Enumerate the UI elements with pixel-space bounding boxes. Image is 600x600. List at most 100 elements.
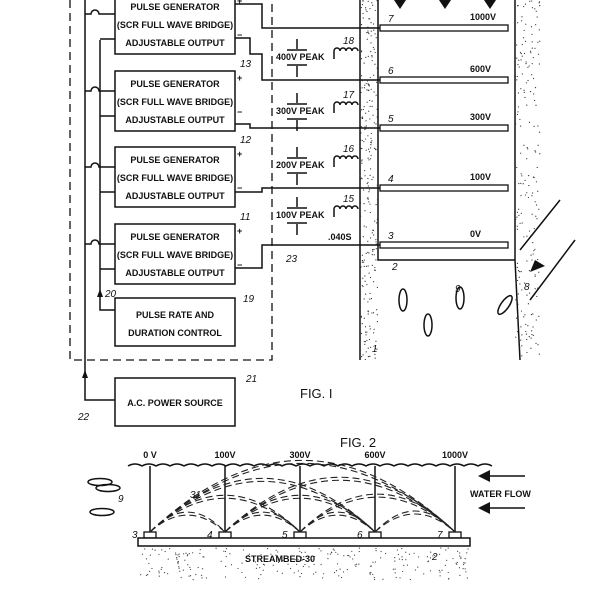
pulse-rate-control-box	[114, 297, 236, 347]
electrode-ref: 7	[388, 14, 394, 25]
field-line	[374, 510, 456, 533]
field-line	[374, 513, 456, 533]
fig2-electrode-ref: 6	[357, 530, 363, 541]
power-line	[84, 395, 115, 401]
electrode-block	[293, 531, 307, 539]
coil-icon	[333, 47, 359, 59]
ref-2: 2	[391, 262, 398, 273]
peak-arrows	[287, 93, 307, 131]
arrow-icon	[530, 260, 545, 272]
electrode-voltage: 100V	[470, 172, 491, 182]
coil-ref: 18	[343, 36, 355, 47]
fish-icon	[398, 286, 513, 337]
electrode-block	[218, 531, 232, 539]
field-line	[299, 514, 376, 533]
supply-wire	[85, 239, 115, 270]
electrode-bar	[379, 241, 509, 249]
electrode-voltage: 600V	[470, 64, 491, 74]
fig2-voltage-label: 0 V	[143, 450, 157, 460]
supply-wire	[85, 162, 115, 193]
generator-label: PULSE GENERATOR	[130, 155, 220, 165]
fig2-electrode-ref: 5	[282, 530, 288, 541]
ref-31: 31	[190, 490, 201, 501]
ref-1: 1	[372, 344, 378, 355]
control-label-1: PULSE RATE AND	[136, 310, 215, 320]
peak-voltage-label: 300V PEAK	[276, 106, 325, 116]
electrode-bar	[379, 76, 509, 84]
duration-label: .040S	[328, 232, 352, 242]
flow-arrow-icon	[439, 0, 451, 9]
ref-8: 8	[524, 282, 530, 293]
arrow-icon	[478, 502, 490, 514]
field-line	[149, 514, 226, 533]
generator-label: PULSE GENERATOR	[130, 2, 220, 12]
generator-ref: 11	[240, 212, 250, 223]
field-line	[224, 479, 456, 533]
generator-ref: 12	[240, 135, 252, 146]
peak-voltage-label: 100V PEAK	[276, 210, 325, 220]
plus-terminal: +	[237, 149, 242, 159]
field-line	[224, 514, 301, 533]
generator-label: ADJUSTABLE OUTPUT	[125, 38, 225, 48]
field-line	[224, 497, 376, 533]
coil-icon	[333, 101, 359, 113]
electrode-voltage: 300V	[470, 112, 491, 122]
plus-terminal: +	[237, 226, 242, 236]
arrow-icon	[97, 289, 103, 297]
field-line	[299, 493, 456, 533]
supply-wire	[85, 9, 115, 40]
pulse-generator-box	[114, 223, 236, 285]
pulse-generator-box	[114, 0, 236, 55]
generator-label: PULSE GENERATOR	[130, 79, 220, 89]
field-line	[224, 476, 456, 533]
streambed-label: STREAMBED-30	[245, 554, 315, 564]
generator-label: (SCR FULL WAVE BRIDGE)	[117, 173, 233, 183]
coil-icon	[333, 155, 359, 167]
ref-23: 23	[285, 254, 298, 265]
minus-terminal: −	[237, 30, 242, 40]
electrode-bar	[379, 184, 509, 192]
arrow-icon	[82, 370, 88, 378]
generator-label: (SCR FULL WAVE BRIDGE)	[117, 20, 233, 30]
ref-2-fig2: 2	[431, 552, 438, 563]
electrode-voltage: 1000V	[470, 12, 496, 22]
peak-voltage-label: 200V PEAK	[276, 160, 325, 170]
minus-terminal: −	[237, 107, 242, 117]
peak-arrows	[287, 39, 307, 77]
plus-terminal: +	[237, 0, 242, 6]
fig1-caption: FIG. I	[300, 386, 333, 401]
electrode-block	[368, 531, 382, 539]
stream-channel	[359, 0, 521, 361]
pulse-generator-box	[114, 146, 236, 208]
ac-power-source-box	[114, 377, 236, 427]
generator-label: ADJUSTABLE OUTPUT	[125, 191, 225, 201]
flow-arrow-icon	[394, 0, 406, 9]
fish-ref-9: 9	[118, 494, 124, 505]
fig2-voltage-label: 1000V	[442, 450, 468, 460]
water-flow-label: WATER FLOW	[470, 489, 531, 499]
field-line	[149, 459, 456, 533]
pulse-generator-box	[114, 70, 236, 132]
ref-20: 20	[104, 289, 117, 300]
fig2-voltage-label: 600V	[364, 450, 385, 460]
ref-21: 21	[245, 374, 257, 385]
electrode-voltage: 0V	[470, 229, 481, 239]
plus-terminal: +	[237, 73, 242, 83]
coil-ref: 17	[343, 90, 355, 101]
fig2-voltage-label: 100V	[214, 450, 235, 460]
electrode-block	[448, 531, 462, 539]
ref-19: 19	[243, 294, 255, 305]
coil-icon	[333, 205, 359, 217]
electrode-bar	[379, 124, 509, 132]
electrode-block	[143, 531, 157, 539]
generator-label: ADJUSTABLE OUTPUT	[125, 268, 225, 278]
flow-arrow-icon	[484, 0, 496, 9]
fish-icon	[87, 477, 121, 517]
generator-ref: 13	[240, 59, 252, 70]
minus-terminal: −	[237, 183, 242, 193]
fig2-voltage-label: 300V	[289, 450, 310, 460]
generator-label: (SCR FULL WAVE BRIDGE)	[117, 97, 233, 107]
minus-terminal: −	[237, 260, 242, 270]
coil-ref: 15	[343, 194, 355, 205]
electrode-ref: 6	[388, 66, 394, 77]
